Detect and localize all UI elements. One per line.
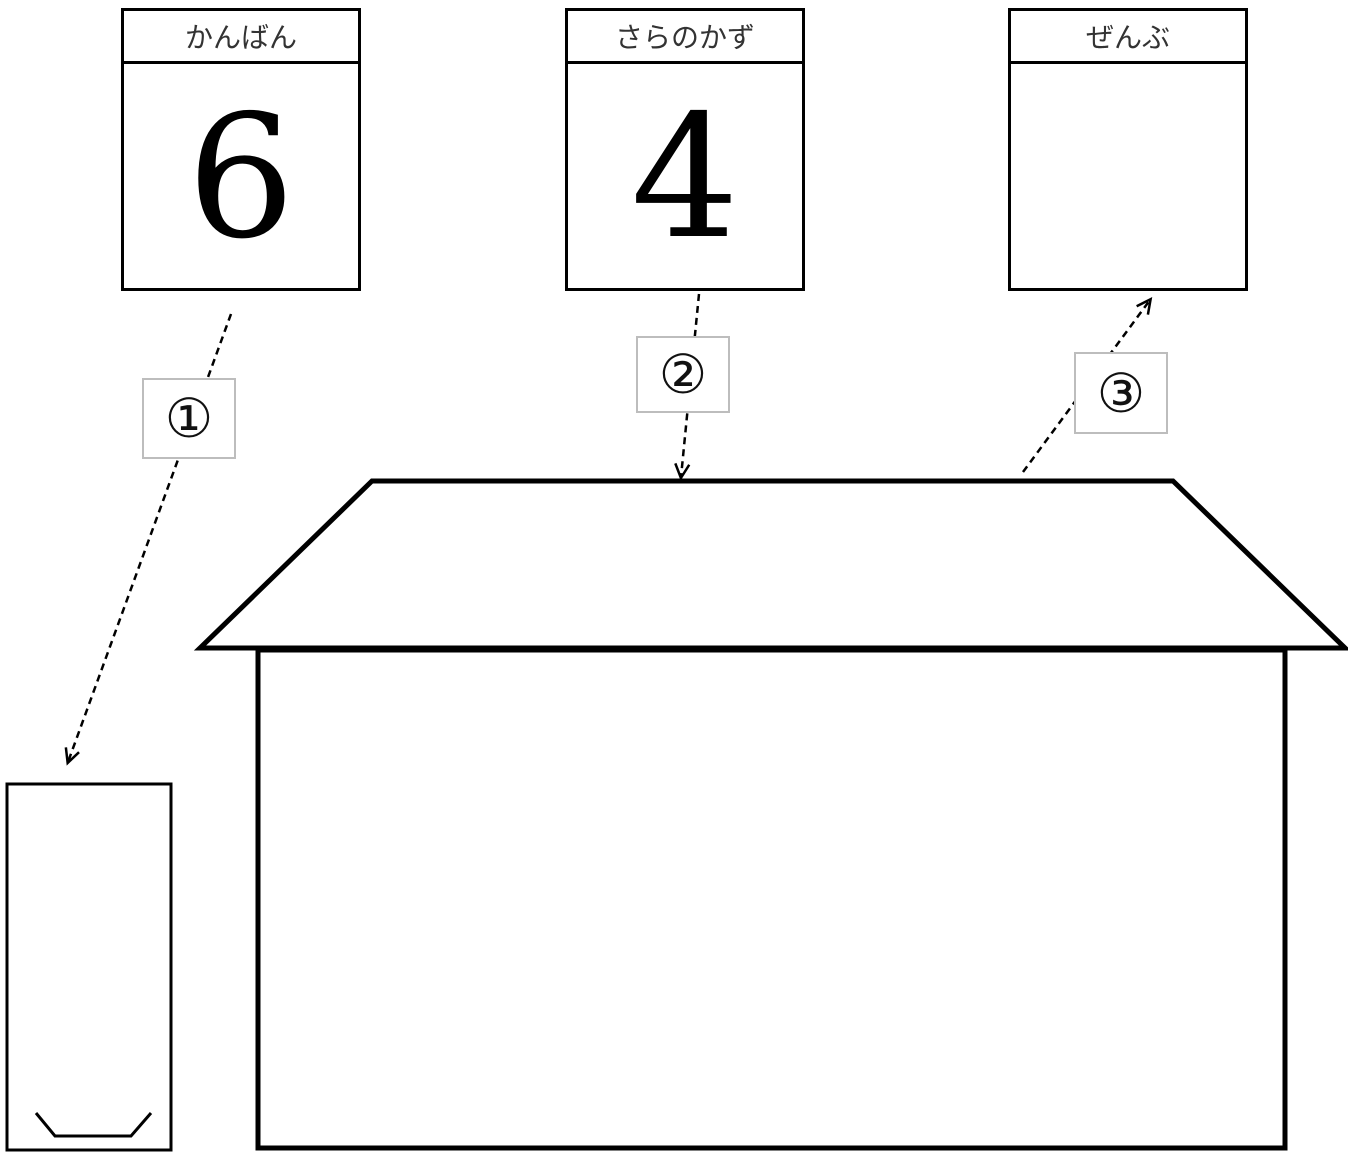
card-total-value [1011, 64, 1245, 291]
card-plates-value: 4 [630, 78, 740, 277]
card-kanban-title: かんばん [124, 11, 358, 64]
card-plates-title: さらのかず [568, 11, 802, 64]
card-total: ぜんぶ [1008, 8, 1248, 291]
store-roof [193, 478, 1348, 651]
card-kanban-value: 6 [186, 78, 296, 277]
store-building [193, 478, 1348, 1151]
arrow-step-2 [674, 293, 701, 481]
plate-container [5, 782, 173, 1152]
step-label-1: ① [142, 378, 236, 459]
card-total-title: ぜんぶ [1011, 11, 1245, 64]
plate-icon [34, 1112, 153, 1138]
card-plates: さらのかず 4 [565, 8, 805, 291]
step-label-3: ③ [1074, 352, 1168, 434]
step-label-2: ② [636, 336, 730, 413]
store-body [255, 647, 1288, 1151]
arrow-step-1 [64, 313, 233, 766]
card-kanban: かんばん 6 [121, 8, 361, 291]
